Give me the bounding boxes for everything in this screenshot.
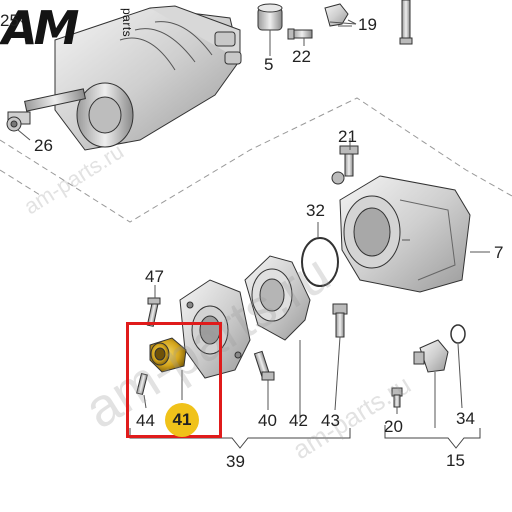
callout-21[interactable]: 21: [338, 127, 357, 146]
cover-42: [244, 255, 311, 341]
callout-32[interactable]: 32: [306, 201, 325, 220]
callout-20[interactable]: 20: [384, 417, 403, 436]
callout-26[interactable]: 26: [34, 136, 53, 155]
sensor-15: [391, 324, 466, 428]
pin-44: [136, 372, 148, 409]
callout-47[interactable]: 47: [145, 267, 164, 286]
top-small-parts: [257, 0, 413, 56]
bolt-43: [332, 303, 348, 411]
callout-25[interactable]: 25: [0, 11, 19, 30]
bolt-47: [146, 287, 161, 327]
brand-logo: AM parts: [2, 4, 142, 56]
callout-22[interactable]: 22: [292, 47, 311, 66]
callout-19[interactable]: 19: [358, 15, 377, 34]
callout-39[interactable]: 39: [226, 452, 245, 471]
rear-housing: [331, 171, 490, 293]
callout-42[interactable]: 42: [289, 411, 308, 430]
callout-40[interactable]: 40: [258, 411, 277, 430]
highlight-box-part-41: [126, 322, 222, 438]
upper-assembly: [6, 5, 242, 151]
callout-43[interactable]: 43: [321, 411, 340, 430]
callout-41-highlighted[interactable]: 41: [165, 403, 199, 437]
callout-15[interactable]: 15: [446, 451, 465, 470]
bushing-41: [149, 337, 187, 400]
brand-logo-mark: AM: [2, 1, 79, 55]
callout-34[interactable]: 34: [456, 409, 475, 428]
callout-44[interactable]: 44: [136, 411, 155, 430]
callout-7[interactable]: 7: [494, 243, 504, 262]
leader-lines: [17, 19, 410, 422]
brand-logo-suffix: parts: [120, 8, 134, 38]
o-ring-32: [301, 222, 339, 287]
bolt-21: [339, 138, 359, 177]
bolt-40: [253, 350, 275, 410]
callout-5[interactable]: 5: [264, 55, 274, 74]
section-boundary: [0, 97, 512, 223]
group-brackets: [129, 425, 481, 449]
